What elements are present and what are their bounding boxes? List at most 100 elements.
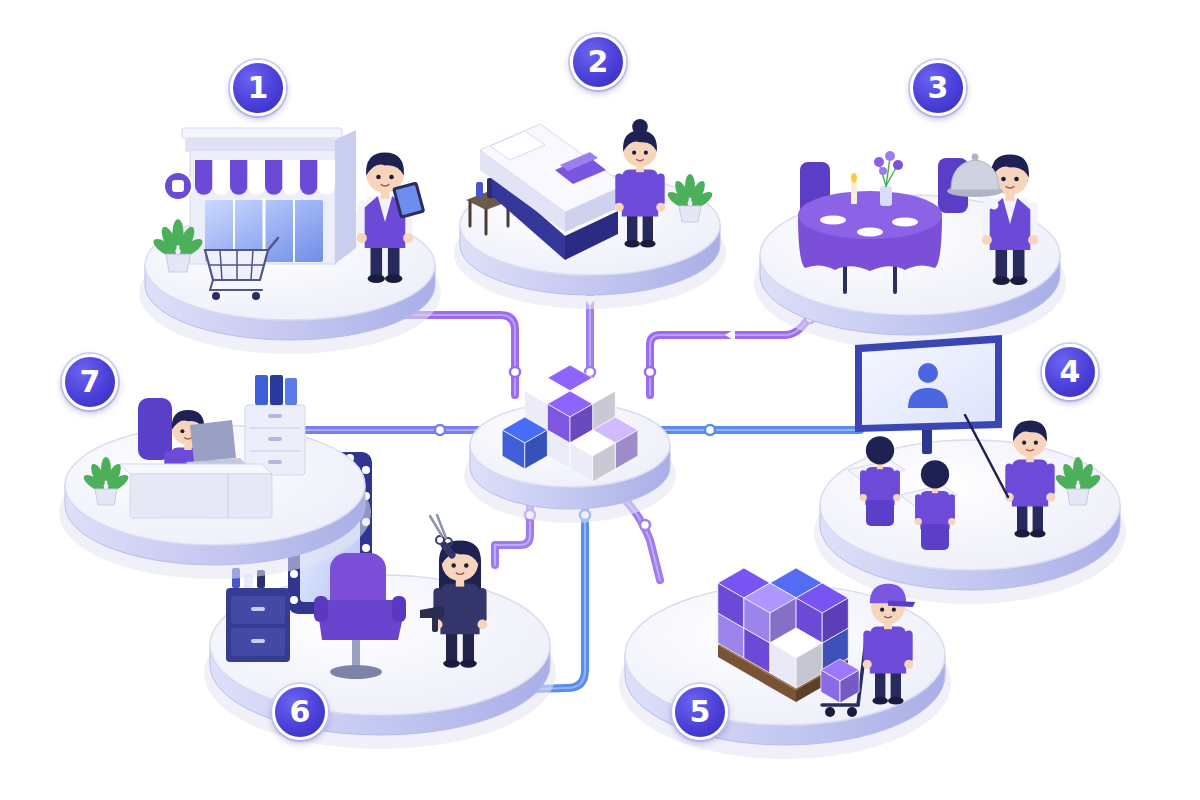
awning-scallop	[195, 177, 213, 195]
pipe-highlight	[300, 429, 480, 431]
eye	[376, 175, 381, 180]
callout-number: 1	[248, 73, 269, 103]
eye	[1022, 441, 1026, 445]
flow-arrow	[725, 329, 735, 341]
torso	[622, 170, 658, 217]
warehouse-worker	[863, 584, 916, 705]
plate	[892, 218, 918, 227]
hand	[1046, 493, 1055, 502]
office-scene	[59, 375, 371, 579]
potted-plant	[151, 219, 205, 272]
callout-number: 3	[928, 73, 949, 103]
leg	[388, 245, 400, 277]
leg	[446, 631, 457, 662]
hand	[948, 518, 955, 525]
shoe	[1030, 530, 1046, 538]
art-shape	[469, 202, 472, 226]
plant-leaf	[1073, 457, 1083, 481]
drawer-handle	[268, 414, 282, 418]
screen-icon-body	[908, 388, 948, 408]
torso	[865, 467, 894, 505]
flower	[885, 151, 895, 161]
plate	[857, 228, 883, 237]
art-shape	[437, 515, 446, 538]
awning-scallop	[230, 177, 248, 195]
leg	[627, 214, 637, 243]
torso	[1012, 460, 1048, 507]
pipe-joint	[640, 520, 650, 530]
pipe-joint	[645, 367, 655, 377]
central-hub	[464, 365, 676, 523]
platform-top	[820, 440, 1120, 570]
plant-pot	[166, 254, 190, 272]
pointer-stick	[965, 415, 1008, 497]
mouth	[1026, 449, 1034, 451]
wheel	[847, 707, 857, 717]
office-chair-back	[138, 398, 172, 460]
pipe-highlight	[650, 312, 812, 395]
art-shape	[209, 264, 264, 266]
shop-sign	[164, 172, 192, 200]
flower	[879, 167, 887, 175]
leg	[1033, 504, 1043, 533]
cap	[870, 584, 906, 604]
potted-plant	[81, 457, 130, 505]
art-shape	[485, 210, 488, 234]
torso	[920, 491, 949, 529]
tablecloth-top	[798, 191, 942, 239]
eye	[451, 563, 455, 567]
drawer-handle	[251, 639, 265, 643]
desk-line	[227, 474, 229, 518]
presenter	[1005, 421, 1056, 538]
shoe	[460, 659, 477, 667]
hand	[615, 203, 624, 212]
cube-left	[744, 598, 770, 643]
torso	[870, 627, 906, 674]
cabinet	[226, 588, 290, 662]
dryer-body	[420, 606, 445, 618]
tablet-body	[392, 181, 425, 219]
hair	[866, 436, 894, 464]
eye	[892, 608, 896, 612]
cube-right	[593, 443, 616, 482]
drawer	[231, 596, 285, 624]
callout-badge: 1	[230, 60, 286, 116]
drawer-handle	[268, 460, 282, 464]
hand	[860, 494, 867, 501]
drawer-handle	[268, 437, 282, 441]
drawer-line	[250, 450, 300, 452]
hand	[893, 494, 900, 501]
awning-scallop	[213, 177, 231, 195]
armrest	[314, 596, 328, 622]
awning-scallop	[283, 177, 301, 195]
bed-mattress	[480, 124, 625, 212]
shoe	[872, 697, 888, 705]
plant-leaf	[685, 174, 695, 198]
mirror-bulb	[290, 596, 298, 604]
warehouse-scene	[619, 553, 951, 759]
student-chair	[866, 500, 894, 526]
tablet	[392, 181, 425, 219]
shoe	[443, 659, 460, 667]
shopping-cart	[205, 238, 278, 300]
building-side	[335, 130, 356, 264]
cube-right	[615, 430, 638, 469]
mirror-bulb	[290, 570, 298, 578]
student	[860, 436, 901, 505]
cube-right	[525, 430, 548, 469]
cart-wheel	[252, 292, 260, 300]
leg	[1017, 504, 1027, 533]
mirror-bulb	[362, 544, 370, 552]
cloche-knob	[972, 154, 979, 161]
screen-display	[862, 343, 995, 425]
hand	[478, 620, 488, 630]
chair-base	[330, 665, 382, 679]
mouth	[184, 438, 192, 440]
eye	[880, 608, 884, 612]
potted-plant	[1053, 457, 1102, 505]
drawer-handle	[251, 607, 265, 611]
awning-scallop	[318, 177, 336, 195]
hand	[982, 235, 992, 245]
salon-chair-seat	[318, 600, 404, 640]
flower	[874, 157, 884, 167]
